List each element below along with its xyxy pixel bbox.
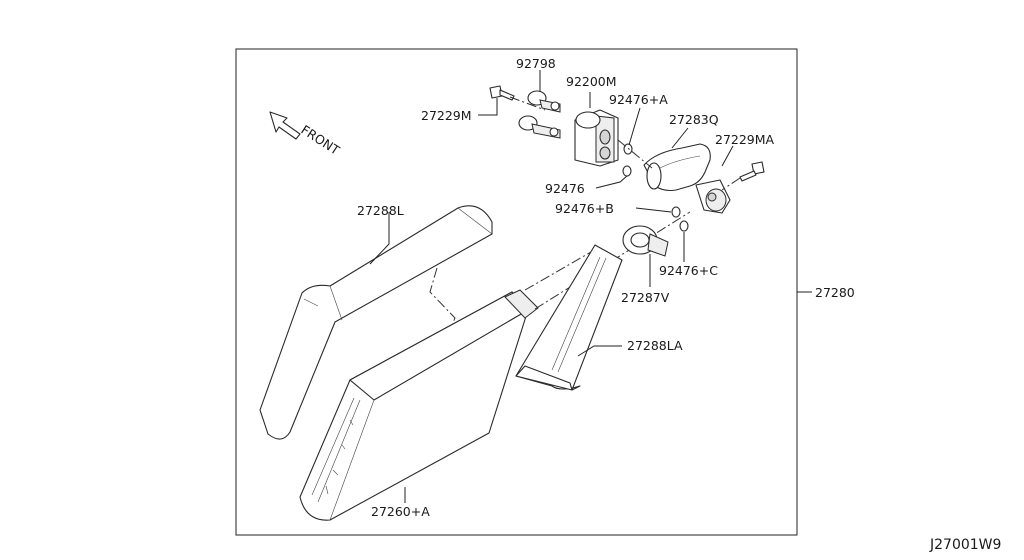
label-27283Q: 27283Q [669,112,719,127]
label-27287V: 27287V [621,290,670,305]
label-27288LA: 27288LA [627,338,683,353]
front-label: FRONT [298,122,342,158]
label-92798: 92798 [516,56,556,71]
expansion-valve-92200M [574,109,619,167]
label-92476B: 92476+B [555,201,614,216]
gasket-27287V [622,225,669,257]
bolt-27229MA [739,161,765,182]
label-92476C: 92476+C [659,263,718,278]
drawing-number: J27001W9 [929,537,1001,553]
evaporator-27260A [299,289,539,521]
bolt-27229M [489,85,515,101]
front-arrow-icon [269,111,301,140]
o-ring-92476A [623,143,633,155]
label-27288L: 27288L [357,203,404,218]
label-27229M: 27229M [421,108,472,123]
label-92476: 92476 [545,181,585,196]
label-92476A: 92476+A [609,92,668,107]
o-ring-92476C [679,220,689,232]
o-ring-92476 [622,165,632,177]
heater-core-27288L [259,205,493,440]
label-27280: 27280 [815,285,855,300]
case-27288LA [515,244,623,391]
label-27260A: 27260+A [371,504,430,519]
label-27229MA: 27229MA [715,132,775,147]
o-ring-92476B [671,206,681,218]
clip-92798 [518,90,561,139]
label-92200M: 92200M [566,74,617,89]
pipe-27283Q [643,143,731,214]
